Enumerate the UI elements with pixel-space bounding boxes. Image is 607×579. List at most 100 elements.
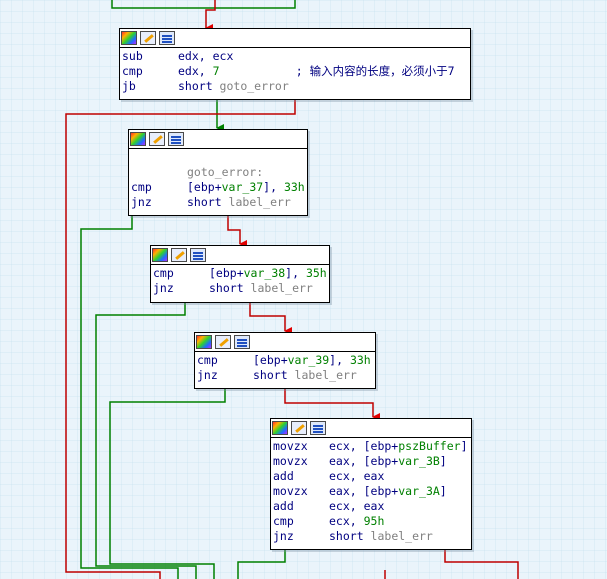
edge-b4-green [109, 389, 226, 579]
edge-b5-green [237, 550, 286, 579]
edit-icon[interactable] [149, 132, 165, 146]
asm-operand: short [329, 529, 371, 543]
edit-icon[interactable] [215, 335, 231, 349]
asm-operand[interactable]: pszBuffer [398, 439, 461, 453]
asm-mnemonic: cmp [122, 64, 143, 78]
graph-icon[interactable] [234, 335, 250, 349]
asm-line[interactable]: cmp[ebp+var_39], 33h [197, 353, 375, 368]
color-icon[interactable] [196, 335, 212, 349]
color-icon[interactable] [272, 421, 288, 435]
basic-block-5[interactable]: movzx ecx, [ebp+pszBuffer] movzx eax, [ebp+… [270, 418, 472, 550]
color-icon[interactable] [152, 248, 168, 262]
label-reference[interactable]: label_err [228, 195, 291, 209]
asm-operand[interactable]: var_39 [287, 353, 330, 367]
asm-operand: ], [263, 180, 284, 194]
asm-line[interactable]: goto_error: [131, 165, 307, 180]
asm-operand: short [253, 368, 295, 382]
edge-b1-error [65, 100, 296, 579]
edge-b3-b4 [249, 303, 292, 335]
graph-icon[interactable] [168, 132, 184, 146]
asm-operand[interactable]: var_38 [243, 266, 286, 280]
label-reference[interactable]: goto_error [219, 79, 289, 93]
label-reference[interactable]: label_err [250, 281, 313, 295]
block-header [151, 246, 329, 265]
asm-operand: ], [285, 266, 306, 280]
asm-operand: ecx, eax [329, 499, 385, 513]
asm-mnemonic: jnz [197, 368, 218, 382]
asm-mnemonic: cmp [197, 353, 218, 367]
asm-mnemonic: add [273, 469, 294, 483]
asm-mnemonic: movzx [273, 439, 308, 453]
asm-operand: 33h [283, 180, 305, 194]
block-header [195, 333, 375, 352]
asm-operand: [ebp+ [187, 180, 222, 194]
asm-line[interactable]: sub edx, ecx [122, 49, 470, 64]
asm-operand: 33h [349, 353, 371, 367]
asm-operand: short [178, 79, 220, 93]
edit-icon[interactable] [291, 421, 307, 435]
color-icon[interactable] [121, 31, 137, 45]
asm-operand: short [187, 195, 229, 209]
asm-operand: edx, ecx [178, 49, 234, 63]
asm-operand: [ebp+ [209, 266, 244, 280]
edge-top-red [205, 0, 216, 32]
asm-operand[interactable]: var_3A [398, 484, 440, 498]
graph-icon[interactable] [310, 421, 326, 435]
asm-mnemonic: jnz [153, 281, 174, 295]
asm-operand: ecx, eax [329, 469, 385, 483]
asm-operand: edx, [178, 64, 213, 78]
asm-operand[interactable]: var_37 [221, 180, 264, 194]
asm-line[interactable]: movzx eax, [ebp+var_3A] [273, 484, 471, 499]
asm-operand[interactable]: var_3B [398, 454, 440, 468]
asm-mnemonic: sub [122, 49, 143, 63]
asm-mnemonic [131, 150, 187, 165]
asm-mnemonic: jnz [273, 529, 294, 543]
asm-line[interactable]: jnz short label_err [273, 529, 471, 544]
asm-line[interactable]: cmp[ebp+var_37], 33h [131, 180, 307, 195]
asm-operand: 95h [363, 514, 385, 528]
asm-operand: eax, [ebp+ [329, 484, 399, 498]
block-header [271, 419, 471, 438]
asm-operand: ] [439, 454, 447, 468]
asm-operand: 35h [305, 266, 327, 280]
asm-operand: [ebp+ [253, 353, 288, 367]
asm-line[interactable]: cmp edx, 7 ; 输入内容的长度，必须小于7 [122, 64, 470, 79]
color-icon[interactable] [130, 132, 146, 146]
asm-operand: ecx, [ebp+ [329, 439, 399, 453]
edge-b2-green [80, 216, 179, 579]
label-reference[interactable]: label_err [370, 529, 433, 543]
asm-mnemonic: movzx [273, 454, 308, 468]
asm-operand: eax, [ebp+ [329, 454, 399, 468]
graph-icon[interactable] [159, 31, 175, 45]
asm-line[interactable] [131, 150, 307, 165]
asm-mnemonic: movzx [273, 484, 308, 498]
asm-operand: ] [439, 484, 447, 498]
block-code: movzx ecx, [ebp+pszBuffer] movzx eax, [ebp+… [271, 438, 471, 544]
asm-comment: ; 输入内容的长度，必须小于7 [219, 64, 455, 78]
edge-b2-b3 [227, 216, 247, 248]
asm-line[interactable]: add ecx, eax [273, 469, 471, 484]
graph-icon[interactable] [190, 248, 206, 262]
asm-mnemonic: cmp [273, 514, 294, 528]
label-reference[interactable]: label_err [294, 368, 357, 382]
asm-operand: 7 [212, 64, 220, 78]
edit-icon[interactable] [140, 31, 156, 45]
edge-b5-red [444, 550, 519, 579]
asm-line[interactable]: movzx eax, [ebp+var_3B] [273, 454, 471, 469]
asm-line[interactable]: cmp[ebp+var_38], 35h [153, 266, 329, 281]
asm-line[interactable]: jnz short label_err [197, 368, 375, 383]
edit-icon[interactable] [171, 248, 187, 262]
